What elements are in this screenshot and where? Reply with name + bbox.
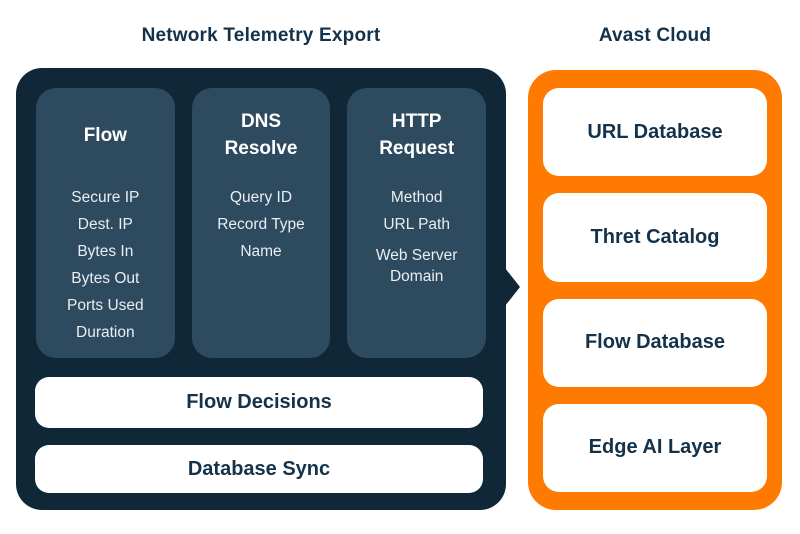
field-label: Query ID — [230, 189, 293, 206]
field-label: Secure IP — [71, 189, 140, 206]
cloud-panel-title: Avast Cloud — [598, 25, 712, 46]
column-flow: Flow Secure IP Dest. IP Bytes In Bytes O… — [36, 88, 175, 358]
connector-arrow — [505, 268, 520, 306]
field-label: Record Type — [217, 216, 305, 233]
field-label: Web Server Domain — [375, 247, 458, 285]
column-dns-resolve-items: Query ID Record Type Name — [192, 184, 331, 265]
cloud-box-flow-database: Flow Database — [543, 298, 767, 387]
database-sync-bar: Database Sync — [35, 445, 483, 493]
column-dns-resolve: DNS Resolve Query ID Record Type Name — [191, 88, 331, 358]
telemetry-panel: Flow Secure IP Dest. IP Bytes In Bytes O… — [16, 68, 520, 510]
cloud-panel: URL Database Thret Catalog Flow Database… — [528, 70, 782, 510]
field-label: Bytes Out — [71, 270, 140, 287]
field-label: URL Path — [383, 216, 450, 233]
field-label: Name — [240, 243, 282, 260]
column-http-request: HTTP Request Method URL Path Web Server … — [347, 88, 487, 358]
telemetry-columns: Flow Secure IP Dest. IP Bytes In Bytes O… — [36, 88, 487, 358]
field-label: Ports Used — [67, 297, 144, 314]
column-http-request-title: HTTP Request — [379, 111, 455, 159]
cloud-box-edge-ai-layer: Edge AI Layer — [543, 403, 767, 492]
column-dns-resolve-title: DNS Resolve — [224, 111, 298, 159]
column-flow-items: Secure IP Dest. IP Bytes In Bytes Out Po… — [36, 184, 175, 346]
field-label: Duration — [76, 324, 135, 341]
field-label: Method — [390, 189, 443, 206]
column-flow-title: Flow — [83, 124, 127, 146]
field-label: Bytes In — [77, 243, 134, 260]
column-http-request-items: Method URL Path Web Server Domain — [347, 184, 486, 287]
flow-decisions-bar: Flow Decisions — [35, 377, 483, 428]
telemetry-panel-title: Network Telemetry Export — [141, 25, 381, 46]
cloud-box-thret-catalog: Thret Catalog — [543, 193, 767, 282]
cloud-box-url-database: URL Database — [543, 88, 767, 177]
field-label: Dest. IP — [77, 216, 133, 233]
